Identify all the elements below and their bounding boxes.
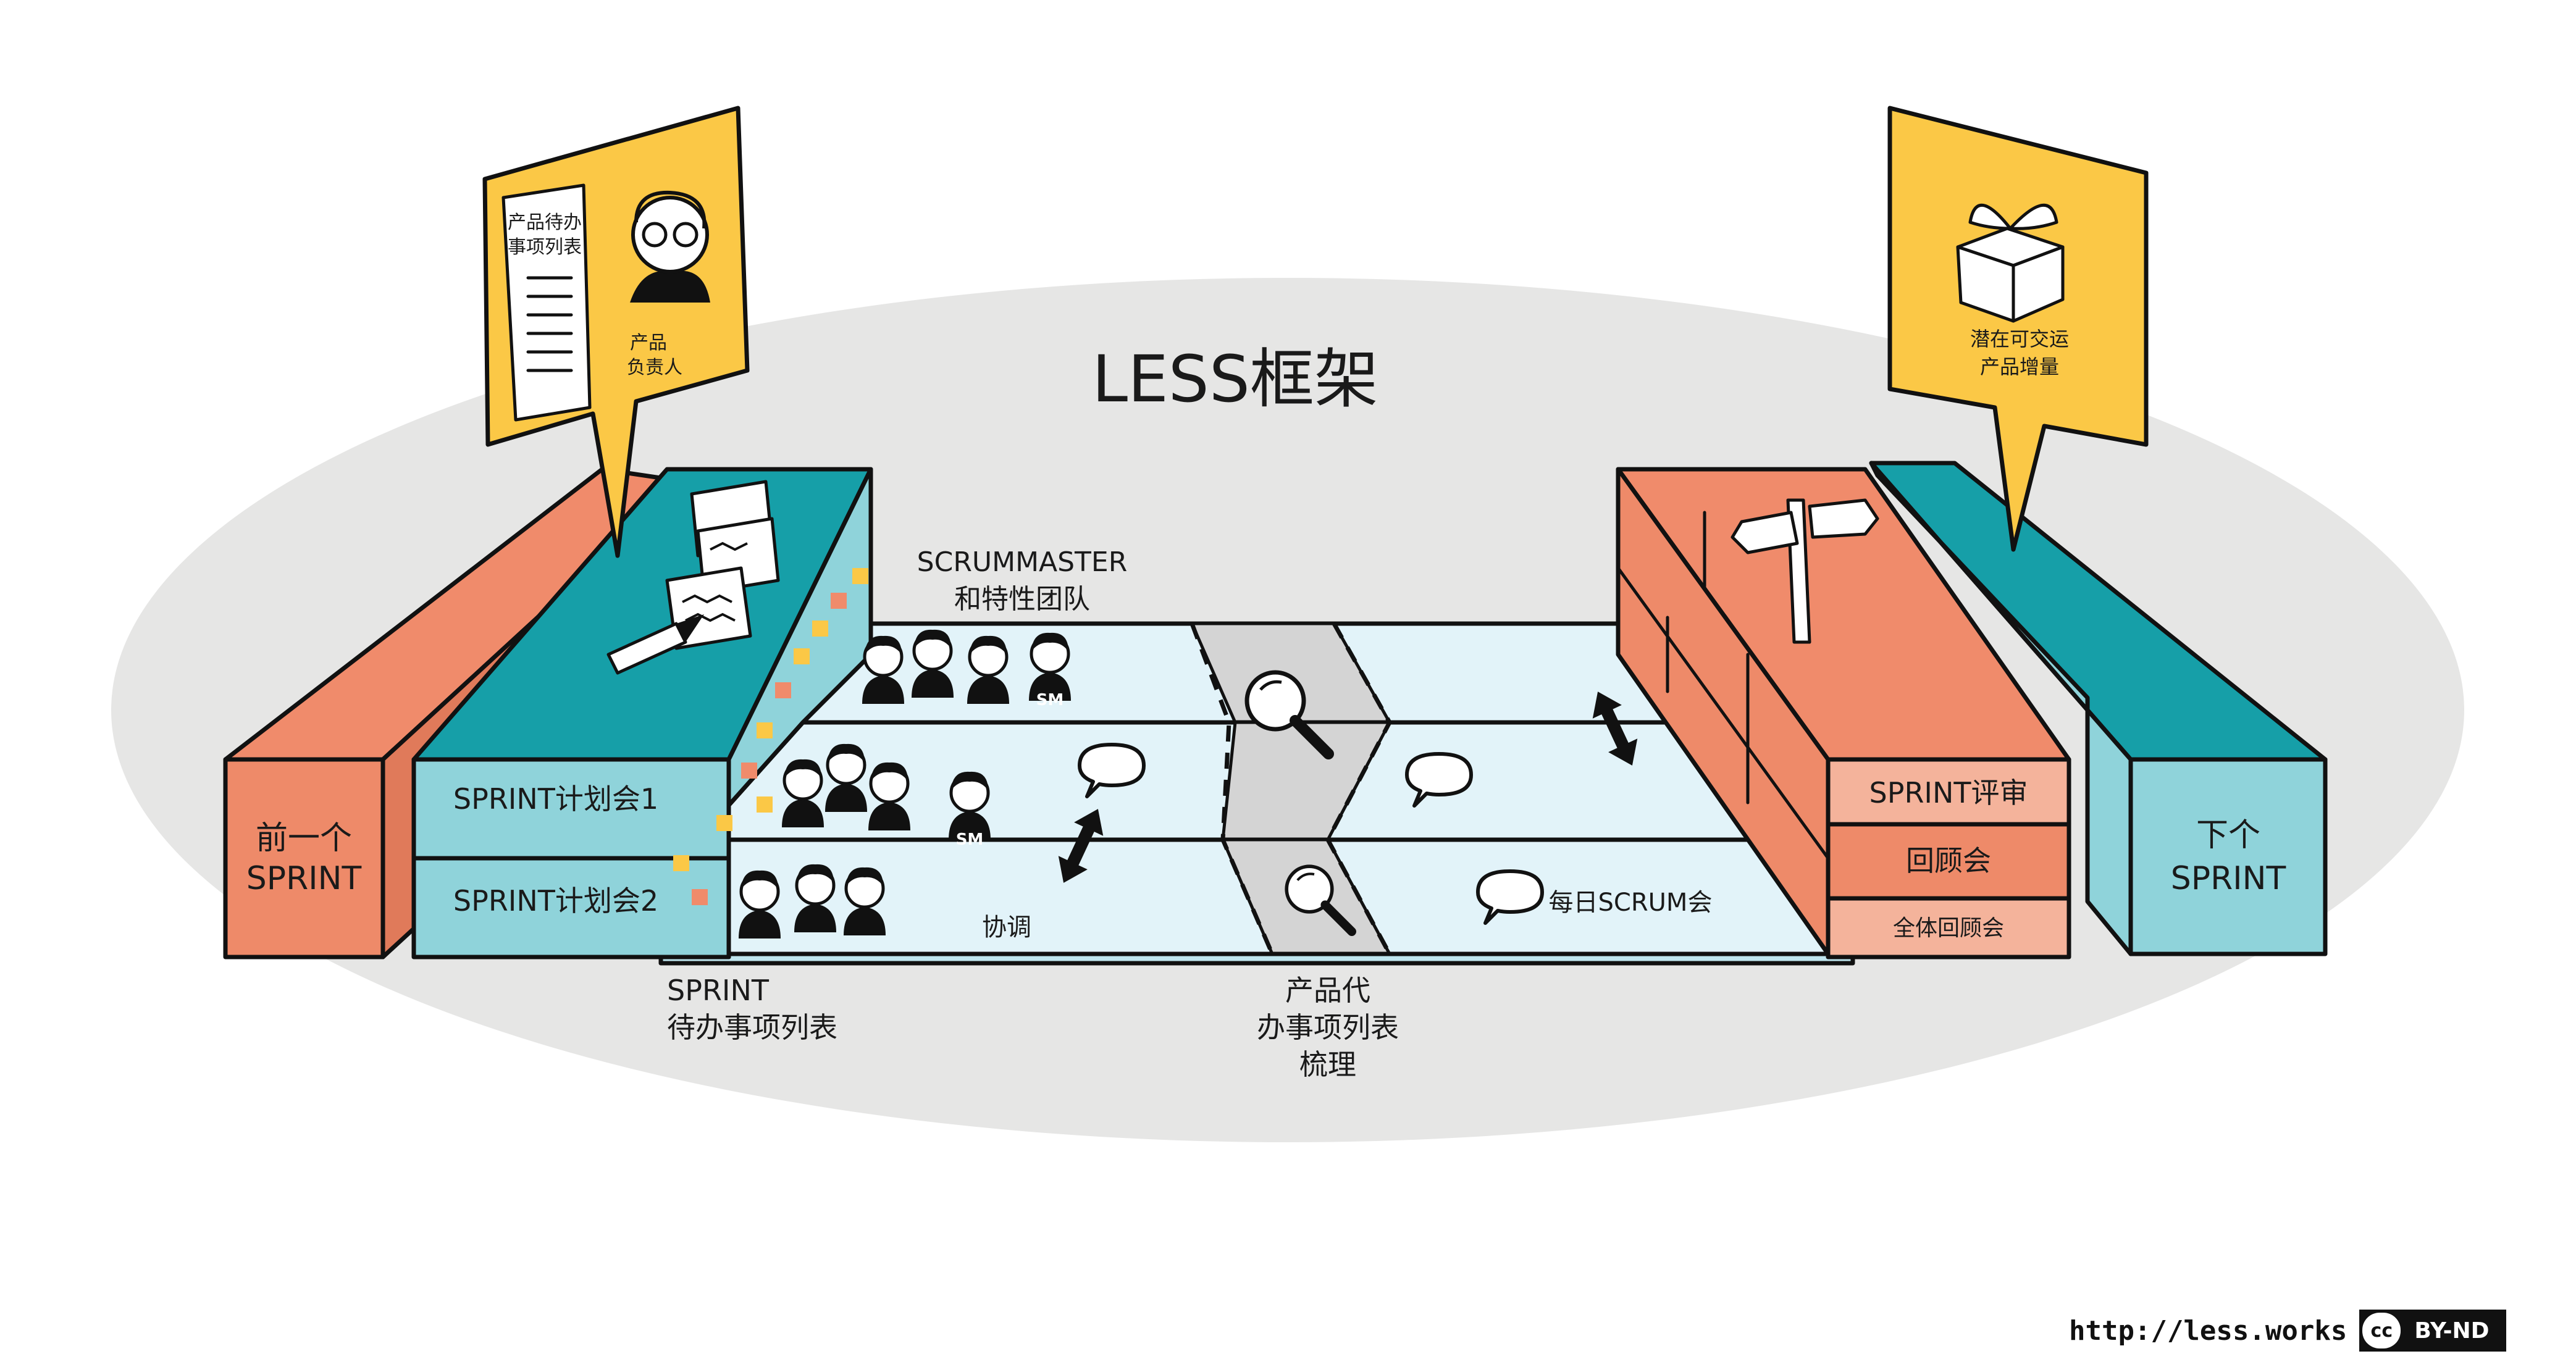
next-sprint-line2: SPRINT: [2171, 860, 2286, 897]
prev-sprint-line2: SPRINT: [246, 860, 362, 897]
framework-title: LESS框架: [1092, 341, 1378, 417]
product-increment-sign: 潜在可交运 产品增量: [1887, 106, 2149, 552]
pen-icon: [606, 614, 704, 675]
increment-line1: 潜在可交运: [1970, 327, 2069, 351]
footer: http://less.works cc BY-ND: [2069, 1309, 2506, 1352]
backlog-line1: 产品待办: [508, 212, 582, 233]
less-works-link[interactable]: http://less.works: [2069, 1315, 2347, 1347]
daily-scrum-label: 每日SCRUM会: [1549, 888, 1713, 917]
planning-2-label: SPRINT计划会2: [453, 884, 658, 918]
refinement-line3: 梳理: [1299, 1048, 1356, 1081]
role-line1: 产品: [630, 332, 667, 354]
sprint-planning-block: SPRINT计划会1 SPRINT计划会2: [411, 467, 873, 959]
sprint-review-block: SPRINT评审 回顾会 全体回顾会: [1616, 467, 2071, 959]
review-label: SPRINT评审: [1869, 776, 2028, 809]
prev-sprint-line1: 前一个: [256, 820, 352, 857]
sm-badge-2: SM: [956, 830, 984, 849]
creative-commons-icon: cc: [2362, 1313, 2401, 1348]
next-sprint-line1: 下个: [2196, 817, 2260, 854]
team-header-line1: SCRUMMASTER: [917, 546, 1128, 578]
cc-license-badge: cc BY-ND: [2359, 1310, 2506, 1352]
role-line2: 负责人: [627, 357, 682, 378]
product-owner-sign: 产品待办 事项列表 产品 负责人: [482, 106, 750, 558]
backlog-line2: 事项列表: [508, 236, 582, 258]
sprint-backlog-line2: 待办事项列表: [667, 1011, 837, 1044]
sticky-notes: [673, 568, 868, 905]
next-sprint-block: 下个 SPRINT: [1869, 461, 2328, 956]
refinement-line2: 办事项列表: [1257, 1011, 1399, 1044]
gift-icon: [1956, 204, 2065, 323]
product-owner-avatar: [630, 190, 710, 303]
team-header-line2: 和特性团队: [954, 583, 1090, 615]
scrum-master-2: SM: [956, 830, 984, 849]
refinement-line1: 产品代: [1285, 974, 1370, 1007]
license-label: BY-ND: [2414, 1318, 2490, 1344]
coordinate-label: 协调: [982, 913, 1031, 942]
increment-line2: 产品增量: [1980, 355, 2059, 378]
sm-badge-1: SM: [1036, 691, 1064, 709]
overall-retro-label: 全体回顾会: [1893, 916, 2004, 941]
scrum-master-1: SM: [1036, 691, 1064, 709]
planning-1-label: SPRINT计划会1: [453, 782, 658, 816]
signpost-icon: [1731, 498, 1879, 644]
sprint-backlog-line1: SPRINT: [667, 974, 770, 1007]
retro-label: 回顾会: [1906, 844, 1991, 877]
